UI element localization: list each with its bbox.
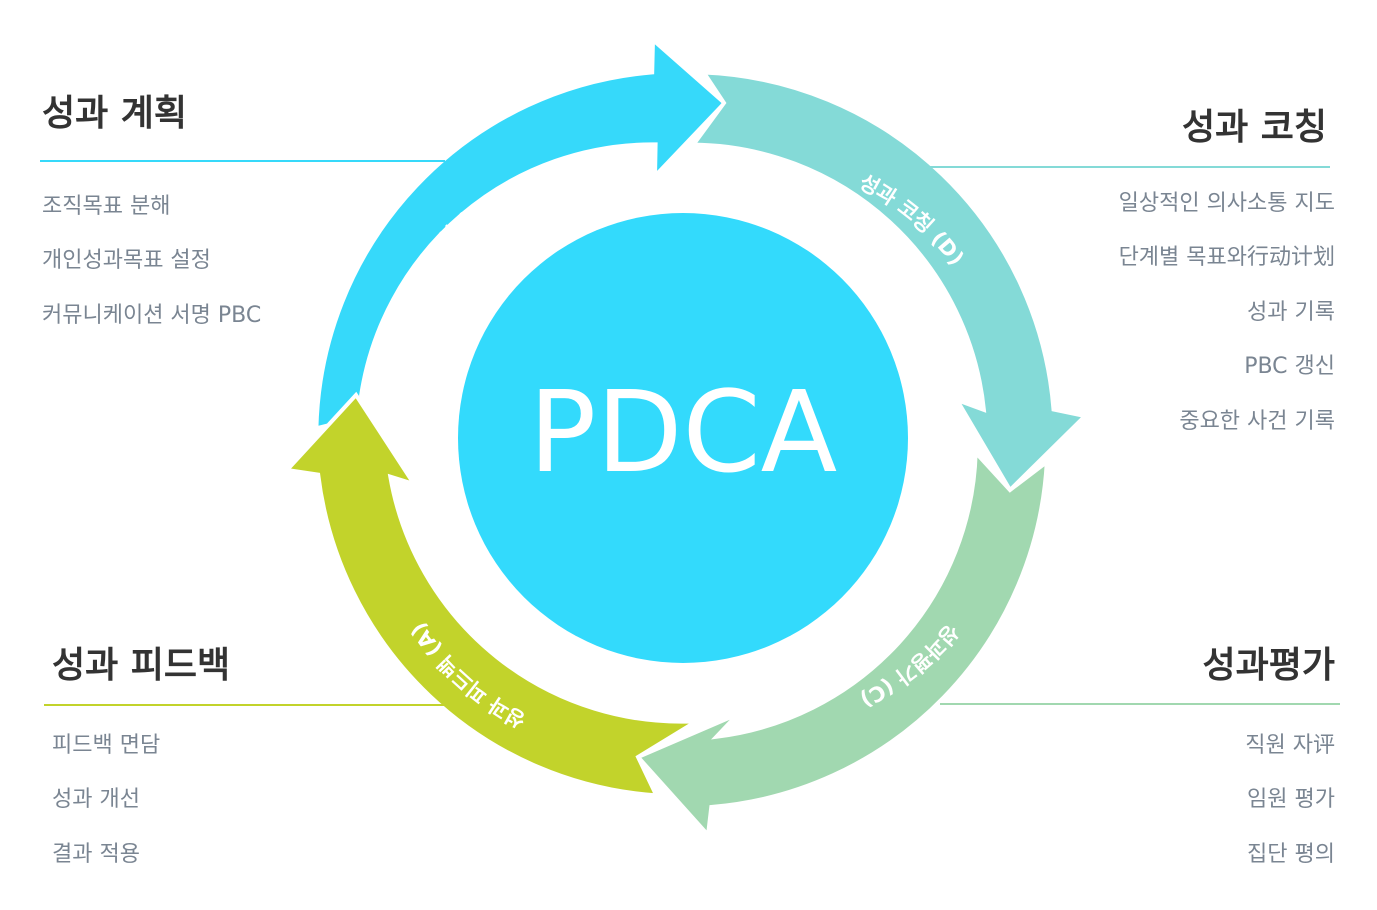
list-item: 일상적인 의사소통 지도 bbox=[1118, 191, 1335, 216]
do-heading: 성과 코칭 bbox=[1181, 107, 1327, 148]
plan-arrow bbox=[314, 35, 728, 431]
list-item: 임원 평가 bbox=[1247, 787, 1335, 813]
check-heading: 성과평가 bbox=[1202, 645, 1335, 686]
pdca-center-label: PDCA bbox=[529, 368, 838, 498]
list-item: 결과 적용 bbox=[52, 841, 140, 867]
check-divider bbox=[940, 703, 1340, 705]
list-item: 성과 개선 bbox=[52, 787, 140, 813]
plan-heading: 성과 계획 bbox=[42, 93, 188, 134]
do-arrow bbox=[689, 70, 1090, 494]
plan-item-list: 조직목표 분해 개인성과목표 설정 커뮤니케이션 서명 PBC bbox=[42, 194, 342, 357]
list-item: 직원 자评 bbox=[1245, 733, 1335, 758]
list-item: 중요한 사건 기록 bbox=[1179, 408, 1335, 434]
check-arrow bbox=[634, 447, 1050, 840]
list-item: 피드백 면담 bbox=[52, 733, 161, 758]
list-item: PBC 갱신 bbox=[1244, 354, 1335, 380]
list-item: 성과 기록 bbox=[1247, 299, 1335, 325]
list-item: 단계별 목표와行动计划 bbox=[1118, 245, 1335, 271]
act-item-list: 피드백 면담 성과 개선 결과 적용 bbox=[52, 733, 352, 896]
act-divider bbox=[44, 704, 449, 706]
plan-divider bbox=[40, 160, 445, 162]
act-arrow bbox=[282, 391, 698, 798]
list-item: 집단 평의 bbox=[1247, 841, 1335, 867]
check-item-list: 직원 자评 임원 평가 집단 평의 bbox=[1085, 733, 1335, 896]
do-item-list: 일상적인 의사소통 지도 단계별 목표와行动计划 성과 기록 PBC 갱신 중요… bbox=[1085, 191, 1335, 463]
list-item: 개인성과목표 설정 bbox=[42, 248, 211, 274]
list-item: 커뮤니케이션 서명 PBC bbox=[42, 302, 262, 328]
list-item: 조직목표 분해 bbox=[42, 194, 171, 219]
do-divider bbox=[930, 166, 1330, 168]
pdca-center-circle bbox=[458, 213, 908, 663]
act-heading: 성과 피드백 bbox=[52, 645, 231, 686]
